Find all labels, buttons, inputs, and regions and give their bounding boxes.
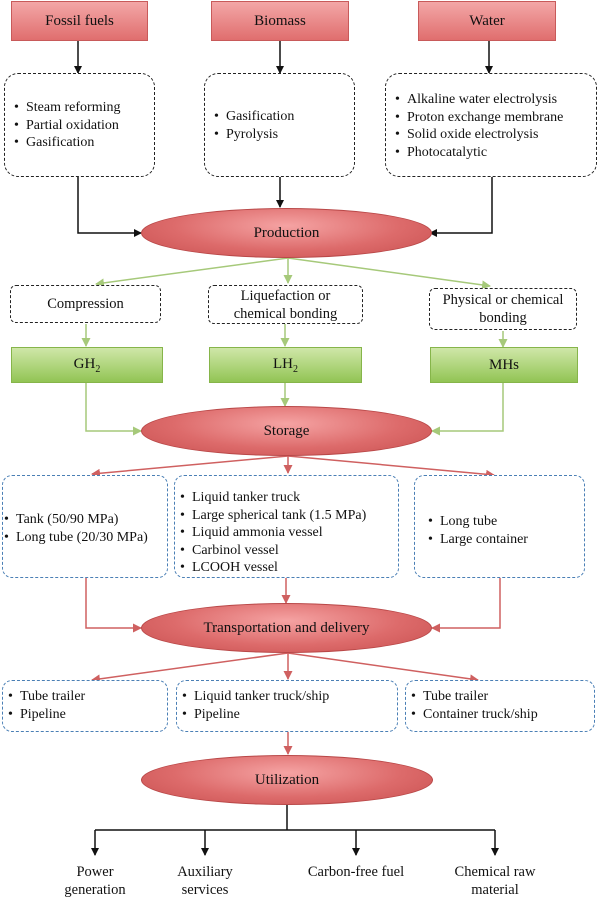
list-item: Long tube xyxy=(427,513,584,531)
list-item: Liquid tanker truck xyxy=(179,489,398,507)
form-label: MHs xyxy=(488,356,519,373)
list-item: Tank (50/90 MPa) xyxy=(3,511,167,529)
source-water: Water xyxy=(418,1,556,41)
outcome-carbon-free-fuel: Carbon-free fuel xyxy=(307,864,405,880)
storage-form-mhs: MHs xyxy=(430,347,578,383)
stage-label: Utilization xyxy=(254,771,320,788)
delivery-box-gh2: Tube trailer Pipeline xyxy=(2,680,168,732)
storage-form-lh2: LH2 xyxy=(209,347,362,383)
delivery-box-lh2: Liquid tanker truck/ship Pipeline xyxy=(176,680,398,732)
list-item: Tube trailer xyxy=(7,688,167,706)
storage-form-gh2: GH2 xyxy=(11,347,163,383)
list-item: Liquid ammonia vessel xyxy=(179,524,398,542)
stage-label: Production xyxy=(253,224,320,241)
form-label: LH2 xyxy=(273,355,298,375)
method-label: Liquefaction or chemical bonding xyxy=(233,287,338,322)
list-item: Large container xyxy=(427,531,584,549)
outcome-power-generation: Power generation xyxy=(64,864,126,898)
biomass-process-box: Gasification Pyrolysis xyxy=(204,73,355,177)
list-item: Pyrolysis xyxy=(213,126,354,144)
source-label: Water xyxy=(469,12,505,29)
gh2-option-box: Tank (50/90 MPa) Long tube (20/30 MPa) xyxy=(2,475,168,578)
source-label: Fossil fuels xyxy=(45,12,114,29)
outcome-chemical-raw-material: Chemical raw material xyxy=(454,864,536,898)
list-item: Photocatalytic xyxy=(394,144,596,162)
source-label: Biomass xyxy=(254,12,306,29)
stage-label: Storage xyxy=(263,422,310,439)
fossil-process-box: Steam reforming Partial oxidation Gasifi… xyxy=(4,73,155,177)
method-label: Compression xyxy=(47,296,124,312)
list-item: Alkaline water electrolysis xyxy=(394,91,596,109)
list-item: Steam reforming xyxy=(13,99,154,117)
list-item: Partial oxidation xyxy=(13,117,154,135)
list-item: Container truck/ship xyxy=(410,706,594,724)
list-item: Solid oxide electrolysis xyxy=(394,126,596,144)
outcome-auxiliary-services: Auxiliary services xyxy=(177,864,233,898)
stage-transportation: Transportation and delivery xyxy=(141,603,432,653)
list-item: LCOOH vessel xyxy=(179,559,398,577)
storage-method-compression: Compression xyxy=(10,285,161,323)
stage-production: Production xyxy=(141,208,432,258)
list-item: Gasification xyxy=(213,108,354,126)
lh2-option-box: Liquid tanker truck Large spherical tank… xyxy=(174,475,399,578)
stage-storage: Storage xyxy=(141,406,432,456)
delivery-box-mhs: Tube trailer Container truck/ship xyxy=(405,680,595,732)
form-label: GH2 xyxy=(73,355,101,375)
list-item: Carbinol vessel xyxy=(179,542,398,560)
list-item: Pipeline xyxy=(181,706,397,724)
list-item: Long tube (20/30 MPa) xyxy=(3,529,167,547)
storage-method-liquefaction: Liquefaction or chemical bonding xyxy=(208,285,363,324)
stage-label: Transportation and delivery xyxy=(203,619,370,636)
list-item: Large spherical tank (1.5 MPa) xyxy=(179,507,398,525)
list-item: Gasification xyxy=(13,134,154,152)
list-item: Pipeline xyxy=(7,706,167,724)
source-fossil-fuels: Fossil fuels xyxy=(11,1,148,41)
stage-utilization: Utilization xyxy=(141,755,433,805)
list-item: Proton exchange membrane xyxy=(394,109,596,127)
mhs-option-box: Long tube Large container xyxy=(414,475,585,578)
source-biomass: Biomass xyxy=(211,1,349,41)
list-item: Liquid tanker truck/ship xyxy=(181,688,397,706)
storage-method-physical-chemical: Physical or chemical bonding xyxy=(429,288,577,330)
method-label: Physical or chemical bonding xyxy=(442,292,564,326)
list-item: Tube trailer xyxy=(410,688,594,706)
water-process-box: Alkaline water electrolysis Proton excha… xyxy=(385,73,597,177)
